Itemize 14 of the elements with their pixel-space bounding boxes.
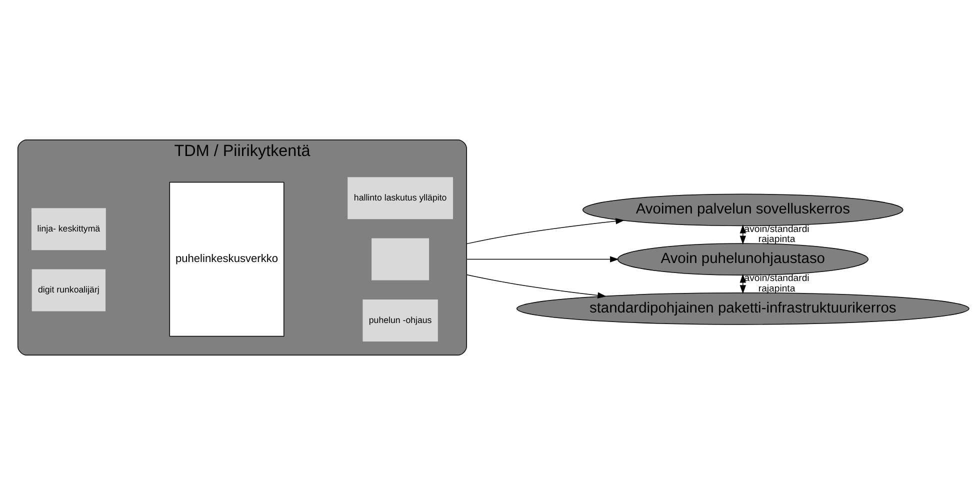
node-box: digit runkoalijärj [30, 268, 106, 312]
node-box: puhelinkeskusverkko [168, 182, 284, 337]
node-box: linja- keskittymä [30, 207, 106, 251]
node-box: hallinto laskutus ylläpito [346, 176, 454, 220]
arrow [466, 274, 606, 298]
edge-label: avoin/standardi rajapinta [744, 224, 809, 246]
arrow [739, 224, 746, 245]
arrow [466, 218, 624, 244]
node-box: puhelun -ohjaus [362, 298, 438, 342]
edge-label: avoin/standardi rajapinta [744, 273, 809, 295]
arrow [466, 256, 618, 262]
arrow [739, 274, 746, 294]
node-ellipse: Avoin puhelunohjaustaso [616, 243, 868, 276]
node-box [370, 238, 430, 282]
